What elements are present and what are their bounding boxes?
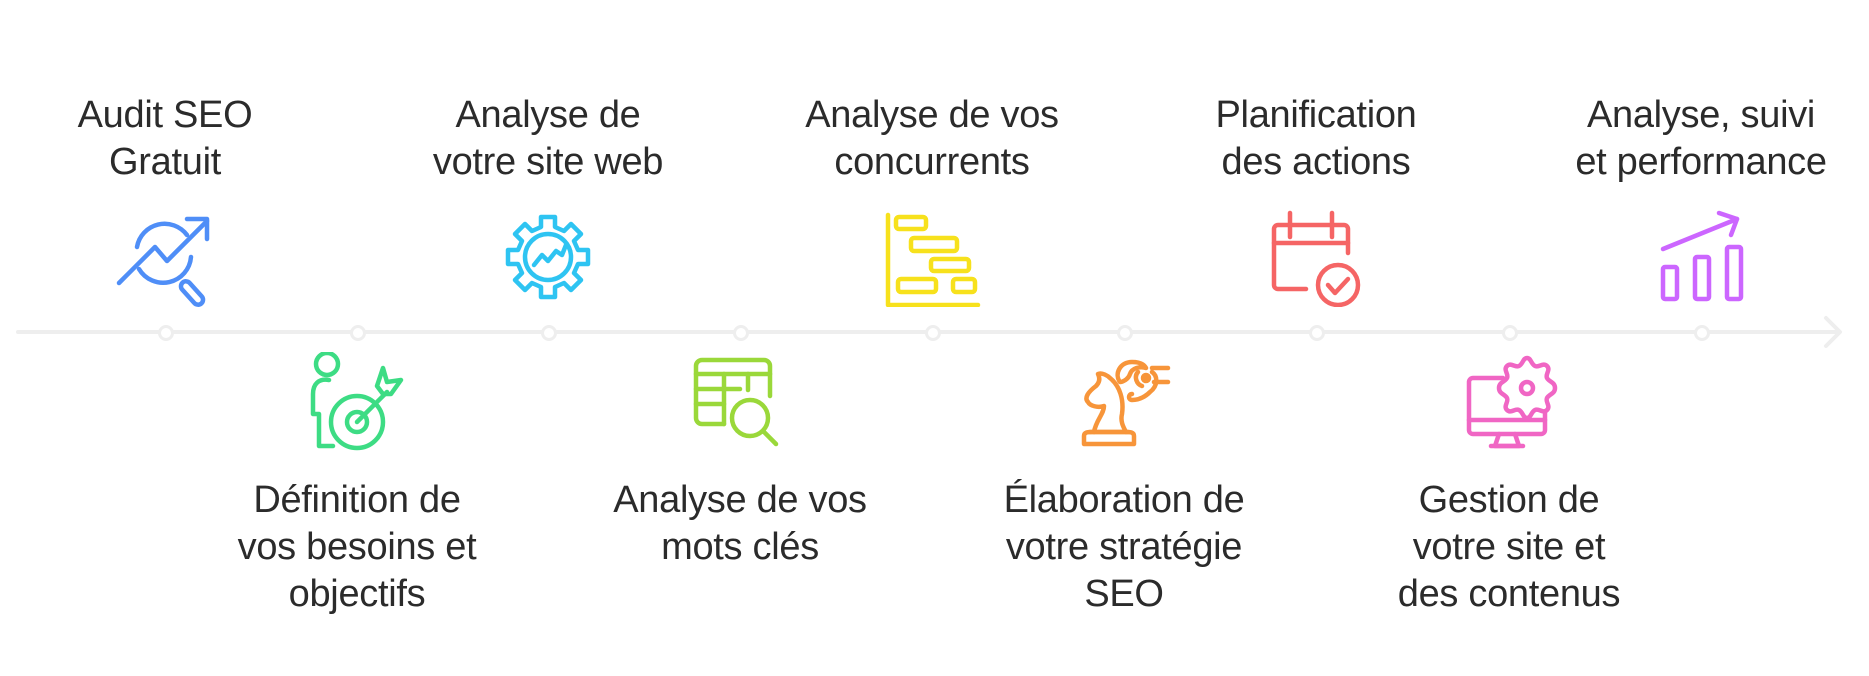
timeline-node-5 [925,325,941,341]
timeline-node-8 [1502,325,1518,341]
label-line: des actions [1221,141,1411,183]
label-line: Audit SEO [77,94,253,136]
chart-magnifier-icon [115,207,215,307]
label-line: concurrents [834,141,1030,183]
step-label-gestion: Gestion de votre site et des contenus [1359,477,1659,618]
timeline-node-3 [541,325,557,341]
label-line: Définition de [253,479,461,521]
person-target-icon [307,352,407,452]
label-line: Analyse de vos [805,94,1059,136]
arrow-right-icon [1824,316,1842,348]
step-label-planification: Planification des actions [1166,92,1466,186]
gantt-chart-icon [882,207,982,307]
label-line: objectifs [288,573,426,615]
timeline-node-4 [733,325,749,341]
label-line: Analyse, suivi [1586,94,1816,136]
chess-knight-robot-icon [1074,352,1174,452]
table-search-icon [690,352,790,452]
label-line: Planification [1215,94,1417,136]
step-label-elaboration: Élaboration de votre stratégie SEO [974,477,1274,618]
label-line: votre stratégie [1005,526,1243,568]
label-line: et performance [1575,141,1827,183]
step-label-concurrents: Analyse de vos concurrents [782,92,1082,186]
gear-chart-icon [498,207,598,307]
label-line: vos besoins et [237,526,477,568]
label-line: Analyse de vos [613,479,867,521]
label-line: votre site et [1412,526,1606,568]
timeline-node-2 [350,325,366,341]
label-line: Élaboration de [1003,479,1245,521]
bar-chart-growth-icon [1651,207,1751,307]
timeline-node-9 [1694,325,1710,341]
monitor-gear-icon [1459,352,1559,452]
label-line: Gestion de [1418,479,1600,521]
label-line: des contenus [1397,573,1621,615]
step-label-audit-seo: Audit SEO Gratuit [15,92,315,186]
label-line: SEO [1084,573,1164,615]
step-label-analyse-site: Analyse de votre site web [398,92,698,186]
timeline-node-1 [158,325,174,341]
label-line: mots clés [661,526,819,568]
label-line: Analyse de [455,94,641,136]
step-label-definition: Définition de vos besoins et objectifs [207,477,507,618]
step-label-analyse-suivi: Analyse, suivi et performance [1551,92,1851,186]
timeline-node-7 [1309,325,1325,341]
label-line: Gratuit [109,141,221,183]
step-label-mots-cles: Analyse de vos mots clés [590,477,890,571]
calendar-check-icon [1266,207,1366,307]
timeline-node-6 [1117,325,1133,341]
label-line: votre site web [432,141,664,183]
